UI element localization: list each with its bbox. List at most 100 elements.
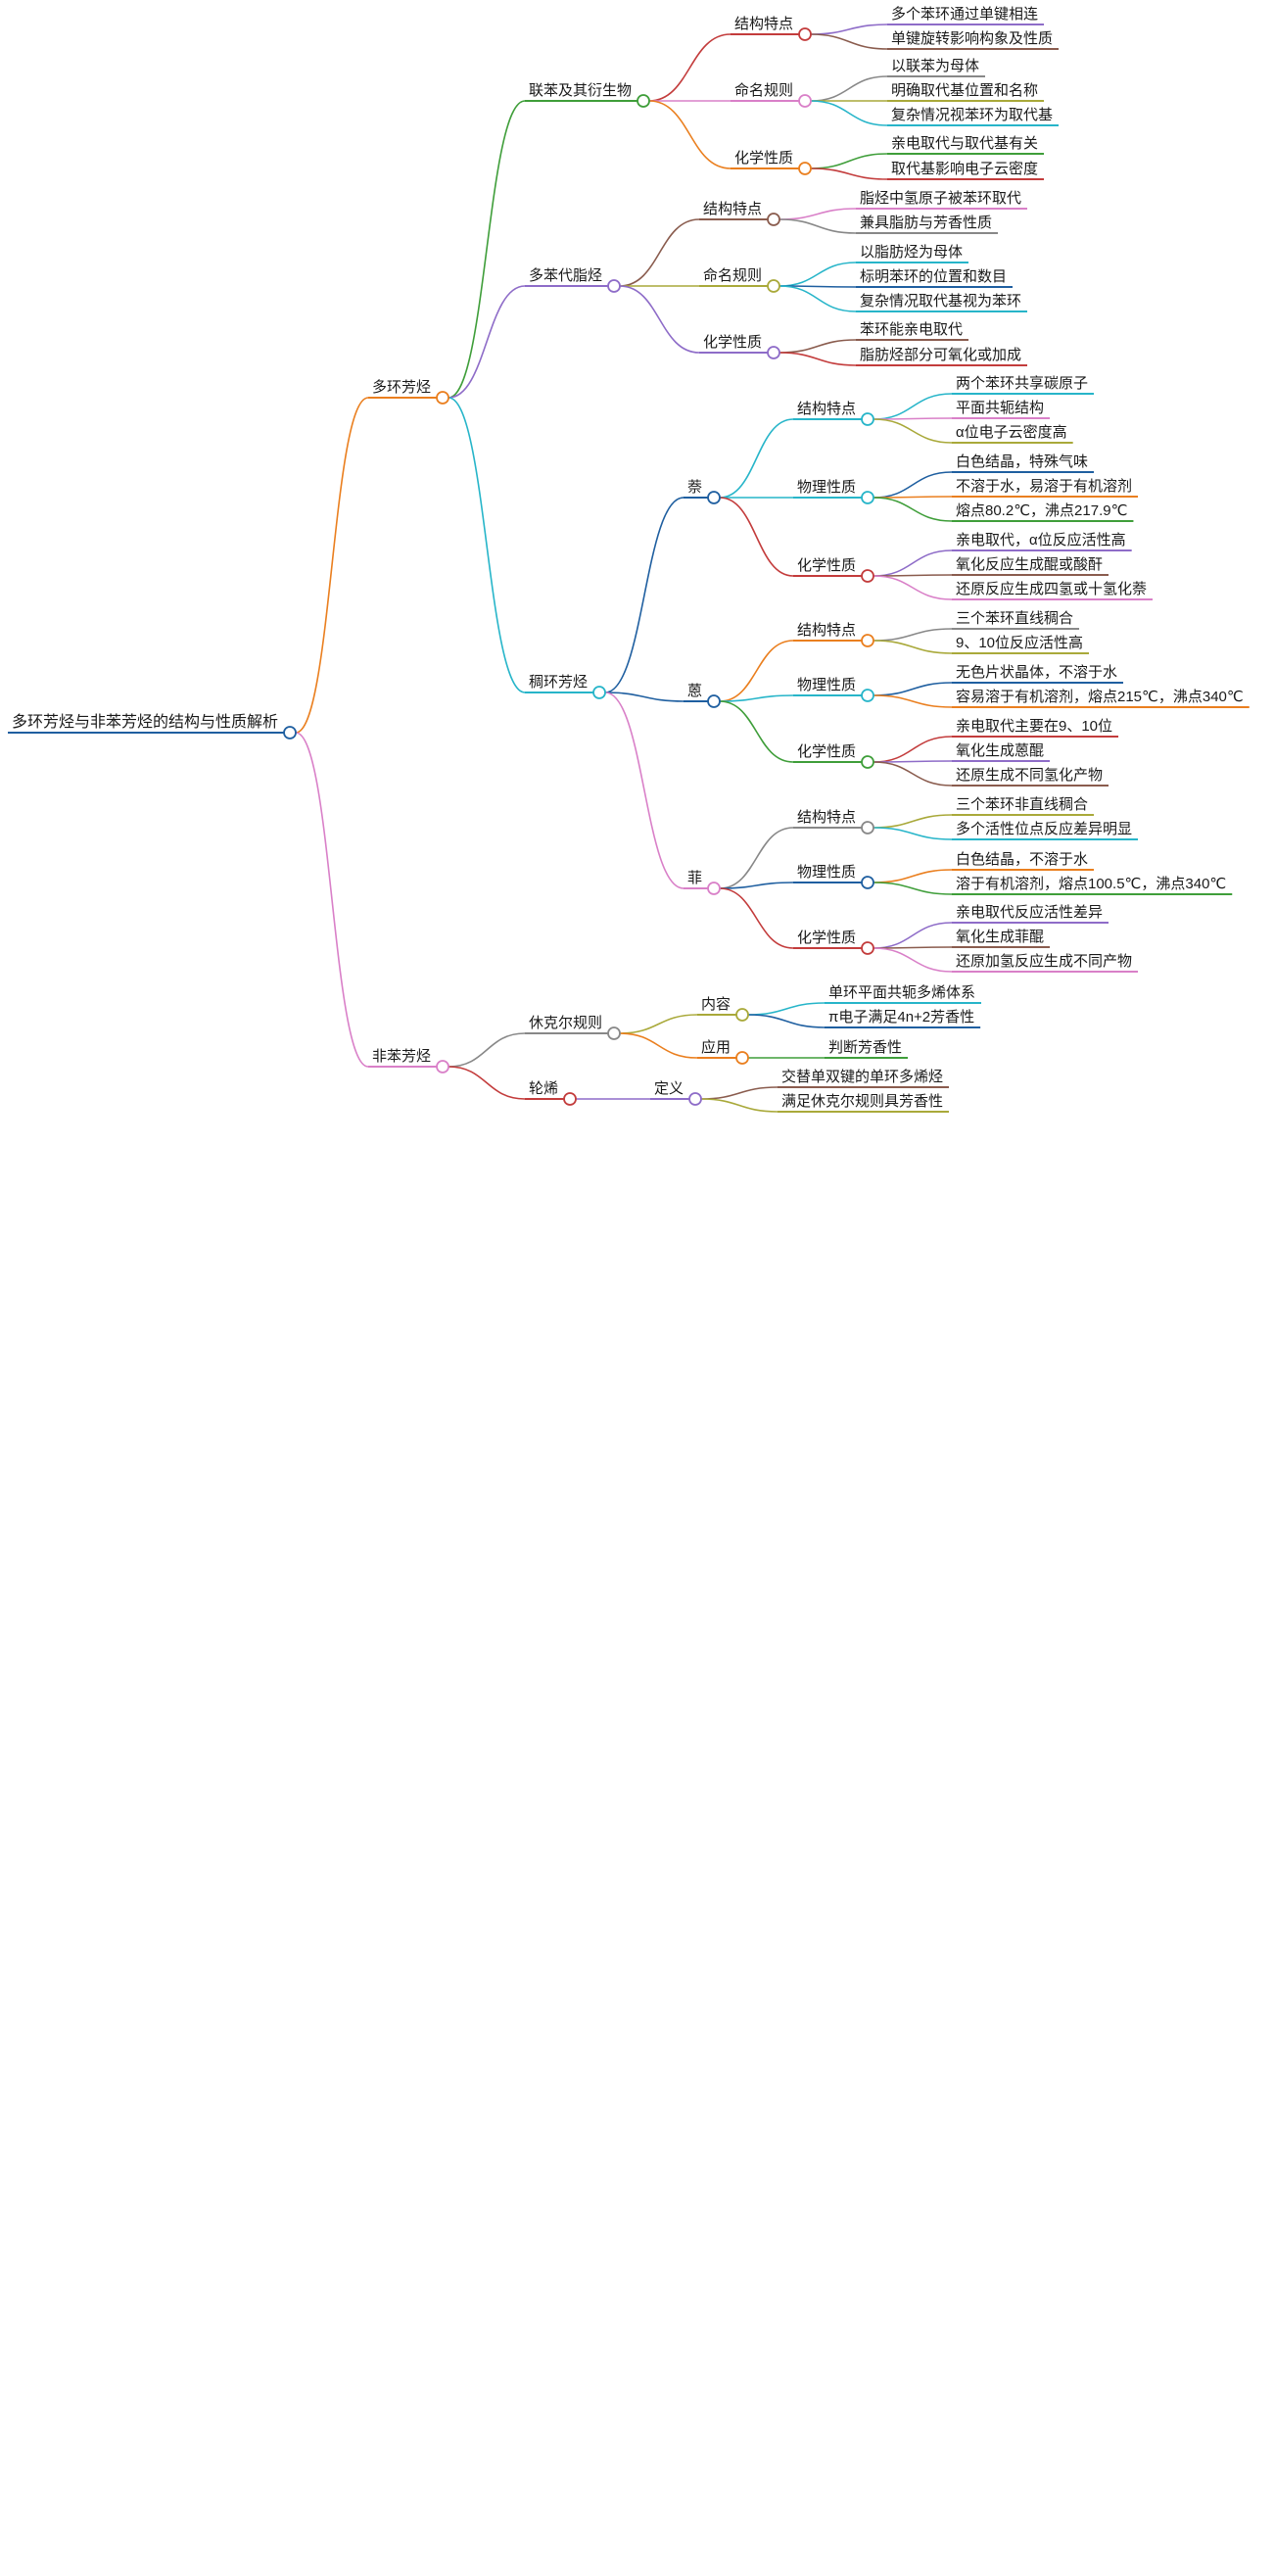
collapse-toggle[interactable] <box>637 94 650 108</box>
collapse-toggle[interactable] <box>861 412 874 426</box>
leaf-label: π电子满足4n+2芳香性 <box>828 1009 974 1026</box>
collapse-toggle[interactable] <box>592 686 606 699</box>
connector-r-0-2-1-0-0 <box>873 628 953 642</box>
leaf-label: 以联苯为母体 <box>891 58 979 74</box>
leaf-label: 脂肪烃部分可氧化或加成 <box>860 347 1021 363</box>
connector-r-0-0-0-0 <box>811 24 888 35</box>
collapse-toggle[interactable] <box>607 1026 621 1040</box>
leaf-label: 两个苯环共享碳原子 <box>956 375 1088 392</box>
leaf-label: 单键旋转影响构象及性质 <box>891 30 1053 47</box>
leaf-label: 三个苯环直线稠合 <box>956 610 1073 627</box>
branch-label: 联苯及其衍生物 <box>529 82 632 99</box>
collapse-toggle[interactable] <box>798 94 812 108</box>
collapse-toggle[interactable] <box>767 346 780 359</box>
connector-r-0-1-1-2 <box>779 285 857 312</box>
connector-r-0-2-2-1-1 <box>873 882 953 895</box>
collapse-toggle[interactable] <box>283 726 297 739</box>
connector-r-0-2-0-1-2 <box>873 497 953 522</box>
connector-r-0-2-0-1-0 <box>873 471 953 499</box>
collapse-toggle[interactable] <box>861 569 874 583</box>
leaf-label: 不溶于水，易溶于有机溶剂 <box>956 478 1132 495</box>
branch-label: 结构特点 <box>734 16 793 32</box>
collapse-toggle[interactable] <box>861 491 874 504</box>
connector-r-0-2-1-2 <box>720 700 794 763</box>
connector-r-1-1-0-1 <box>701 1098 779 1113</box>
collapse-toggle[interactable] <box>798 27 812 41</box>
connector-r-1-0-0 <box>620 1014 698 1034</box>
connector-r-0-2-2-0-1 <box>873 827 953 840</box>
collapse-toggle[interactable] <box>436 391 449 405</box>
collapse-toggle[interactable] <box>861 634 874 647</box>
leaf-label: 氧化反应生成醌或酸酐 <box>956 555 1103 573</box>
connector-r-0-1-2 <box>620 285 700 354</box>
connector-r-0-2-2-0-0 <box>873 814 953 829</box>
leaf-label: 多个活性位点反应差异明显 <box>956 820 1132 837</box>
connector-r-0-2-2 <box>604 692 684 889</box>
leaf-label: 复杂情况取代基视为苯环 <box>860 292 1021 310</box>
leaf-label: 还原加氢反应生成不同产物 <box>956 952 1132 970</box>
branch-label: 化学性质 <box>734 150 793 167</box>
connector-r-0-2-1-1 <box>720 694 794 702</box>
collapse-toggle[interactable] <box>607 279 621 293</box>
collapse-toggle[interactable] <box>707 491 721 504</box>
connector-r-0-2-2-1 <box>720 882 794 889</box>
collapse-toggle[interactable] <box>563 1092 577 1106</box>
branch-label: 结构特点 <box>797 401 856 417</box>
connector-r-0-2-2-1-0 <box>873 869 953 883</box>
branch-label: 化学性质 <box>797 557 856 574</box>
connector-r-0-1-2-0 <box>779 339 857 354</box>
collapse-toggle[interactable] <box>861 941 874 955</box>
collapse-toggle[interactable] <box>861 876 874 889</box>
connector-r-1-0-1 <box>620 1032 698 1059</box>
collapse-toggle[interactable] <box>735 1008 749 1022</box>
leaf-label: 容易溶于有机溶剂，熔点215℃，沸点340℃ <box>956 689 1244 705</box>
connector-r-0-2-2-2 <box>720 887 794 949</box>
branch-label: 菲 <box>687 870 702 886</box>
branch-label: 稠环芳烃 <box>529 674 588 691</box>
collapse-toggle[interactable] <box>798 162 812 175</box>
connector-r-0-2-1-0 <box>720 640 794 702</box>
leaf-label: 氧化生成蒽醌 <box>956 742 1044 759</box>
branch-label: 内容 <box>701 996 731 1013</box>
collapse-toggle[interactable] <box>707 882 721 895</box>
connector-r-0-0-1-0 <box>811 75 888 102</box>
connector-r-1-1 <box>448 1066 526 1100</box>
connector-r-0-0-2-0 <box>811 153 888 169</box>
leaf-label: 标明苯环的位置和数目 <box>860 268 1007 285</box>
leaf-label: 氧化生成菲醌 <box>956 929 1044 945</box>
connector-r-0-2-1-2-2 <box>873 761 953 787</box>
collapse-toggle[interactable] <box>688 1092 702 1106</box>
connector-r-0-0-2-1 <box>811 167 888 180</box>
branch-label: 休克尔规则 <box>529 1015 602 1031</box>
leaf-label: 满足休克尔规则具芳香性 <box>781 1093 943 1110</box>
collapse-toggle[interactable] <box>767 213 780 226</box>
connector-r-0-2-0 <box>604 497 684 693</box>
node-group: 多环芳烃与非苯芳烃的结构与性质解析多环芳烃联苯及其衍生物结构特点多个苯环通过单键… <box>12 6 1244 1110</box>
collapse-toggle[interactable] <box>707 694 721 708</box>
collapse-toggle[interactable] <box>861 689 874 702</box>
leaf-label: 亲电取代与取代基有关 <box>891 135 1038 152</box>
leaf-label: 以脂肪烃为母体 <box>860 244 963 261</box>
collapse-toggle[interactable] <box>767 279 780 293</box>
connector-group <box>8 24 1250 1113</box>
leaf-label: 脂烃中氢原子被苯环取代 <box>860 190 1021 207</box>
connector-r-0-2-0-2 <box>719 497 794 577</box>
connector-r-0-0 <box>448 100 526 399</box>
branch-label: 蒽 <box>687 683 702 699</box>
branch-label: 萘 <box>687 479 702 496</box>
collapse-toggle[interactable] <box>861 821 874 835</box>
connector-r-0-2-0-2-0 <box>873 549 953 577</box>
leaf-label: 亲电取代，α位反应活性高 <box>956 531 1126 549</box>
connector-r-0-1-0-0 <box>779 208 857 220</box>
leaf-label: 还原生成不同氢化产物 <box>956 767 1103 784</box>
branch-label: 应用 <box>701 1038 731 1056</box>
leaf-label: 还原反应生成四氢或十氢化萘 <box>956 580 1147 597</box>
branch-label: 化学性质 <box>797 743 856 760</box>
collapse-toggle[interactable] <box>436 1060 449 1073</box>
collapse-toggle[interactable] <box>861 755 874 769</box>
collapse-toggle[interactable] <box>735 1051 749 1065</box>
leaf-label: α位电子云密度高 <box>956 424 1067 441</box>
leaf-label: 溶于有机溶剂，熔点100.5℃，沸点340℃ <box>956 876 1226 892</box>
branch-label: 非苯芳烃 <box>372 1048 431 1065</box>
